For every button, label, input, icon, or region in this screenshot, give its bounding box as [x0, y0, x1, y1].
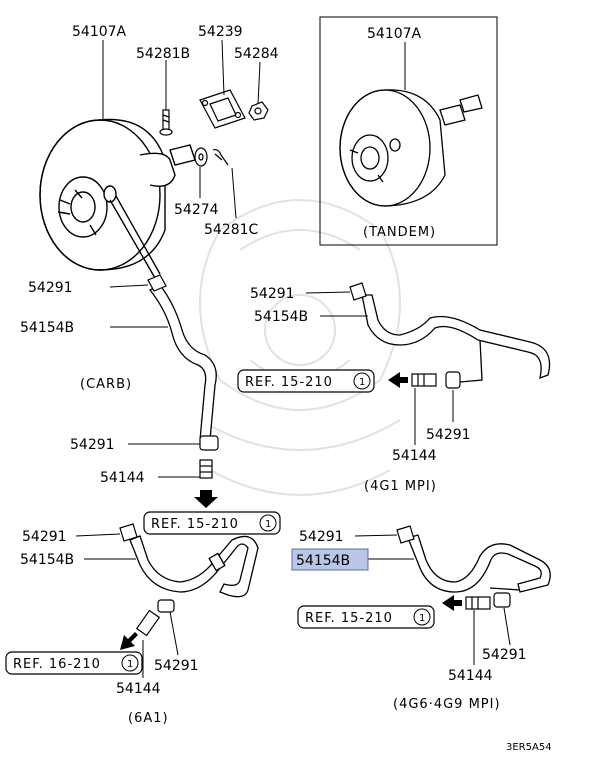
hose-4g6[interactable]: [407, 534, 551, 593]
note-tandem: (TANDEM): [363, 225, 436, 240]
check-valve-6a1[interactable]: [135, 609, 161, 637]
ref-box-4g1[interactable]: REF. 15-210 1: [237, 369, 375, 393]
label-clamp-4g6-side[interactable]: 54291: [482, 647, 527, 663]
label-clamp-4g6[interactable]: 54291: [299, 529, 344, 545]
label-clamp-6a1[interactable]: 54291: [22, 529, 67, 545]
arrow-4g6: [442, 595, 462, 611]
clamp-4g1[interactable]: [349, 282, 367, 301]
ref-circle-4g1: 1: [359, 377, 365, 388]
note-6a1: (6A1): [128, 711, 169, 726]
label-hose-carb[interactable]: 54154B: [20, 320, 74, 336]
leader-lines-top: [102, 39, 261, 219]
ref-circle-6a1: 1: [127, 659, 133, 670]
label-clamp-4g1[interactable]: 54291: [250, 286, 295, 302]
note-carb: (CARB): [80, 377, 132, 392]
washer[interactable]: [194, 147, 208, 167]
leader-carb: [109, 284, 200, 478]
ref-box-4g6[interactable]: REF. 15-210 1: [297, 605, 435, 629]
label-gasket[interactable]: 54239: [198, 24, 243, 40]
hose-4g1[interactable]: [361, 294, 551, 383]
label-check-valve-4g6[interactable]: 54144: [448, 668, 493, 684]
leader-6a1: [75, 533, 179, 678]
clamp-carb-mid[interactable]: [199, 435, 219, 451]
hose-6a1[interactable]: [129, 535, 259, 598]
ref-text-carb: REF. 15-210: [151, 517, 239, 532]
clamp-4g6-side[interactable]: [493, 592, 511, 608]
ref-circle-carb: 1: [265, 519, 271, 530]
label-nut[interactable]: 54284: [234, 46, 279, 62]
arrow-carb: [194, 490, 218, 508]
tandem-frame: [319, 16, 498, 246]
note-4g6: (4G6·4G9 MPI): [393, 697, 501, 712]
label-booster-tandem[interactable]: 54107A: [367, 26, 422, 42]
nut[interactable]: [248, 101, 269, 121]
label-clamp-4g1-side[interactable]: 54291: [426, 427, 471, 443]
highlight-box: [291, 548, 369, 571]
clamp-4g6[interactable]: [396, 525, 415, 544]
label-clamp-6a1-side[interactable]: 54291: [154, 658, 199, 674]
clevis-pin[interactable]: [212, 148, 229, 166]
label-check-valve-6a1[interactable]: 54144: [116, 681, 161, 697]
ref-box-6a1[interactable]: REF. 16-210 1: [5, 651, 143, 675]
brake-booster-main[interactable]: [39, 118, 196, 279]
hose-carb[interactable]: [148, 284, 217, 441]
ref-text-6a1: REF. 16-210: [13, 657, 101, 672]
check-valve-carb[interactable]: [199, 459, 213, 479]
note-4g1: (4G1 MPI): [364, 479, 437, 494]
arrow-6a1: [120, 632, 138, 650]
label-clamp-carb-mid[interactable]: 54291: [70, 437, 115, 453]
check-valve-4g6[interactable]: [465, 596, 491, 610]
label-stud[interactable]: 54281B: [136, 46, 190, 62]
clamp-6a1-side[interactable]: [157, 599, 175, 613]
clamp-4g1-side[interactable]: [445, 371, 461, 389]
ref-box-carb[interactable]: REF. 15-210 1: [143, 511, 281, 535]
label-pin[interactable]: 54281C: [204, 222, 259, 238]
leader-4g6: [354, 534, 511, 665]
label-clamp-carb-top[interactable]: 54291: [28, 280, 73, 296]
ref-text-4g6: REF. 15-210: [305, 611, 393, 626]
clamp-6a1[interactable]: [119, 523, 138, 542]
stud-bolt[interactable]: [159, 109, 173, 136]
gasket[interactable]: [199, 89, 246, 129]
arrow-4g1: [388, 372, 408, 388]
leader-4g1: [305, 291, 454, 445]
brake-booster-tandem[interactable]: [339, 89, 483, 207]
check-valve-4g1[interactable]: [411, 373, 437, 387]
label-check-valve-carb[interactable]: 54144: [100, 470, 145, 486]
label-hose-4g1[interactable]: 54154B: [254, 309, 308, 325]
watermark-emblem: [199, 199, 401, 496]
label-booster-main[interactable]: 54107A: [72, 24, 127, 40]
label-hose-6a1[interactable]: 54154B: [20, 552, 74, 568]
label-washer[interactable]: 54274: [174, 202, 219, 218]
ref-circle-4g6: 1: [419, 613, 425, 624]
label-hose-4g6-selected[interactable]: 54154B: [296, 553, 350, 569]
label-check-valve-4g1[interactable]: 54144: [392, 448, 437, 464]
footer-code: 3ER5A54: [506, 742, 552, 753]
ref-text-4g1: REF. 15-210: [245, 375, 333, 390]
clamp-carb-top[interactable]: [147, 274, 167, 292]
